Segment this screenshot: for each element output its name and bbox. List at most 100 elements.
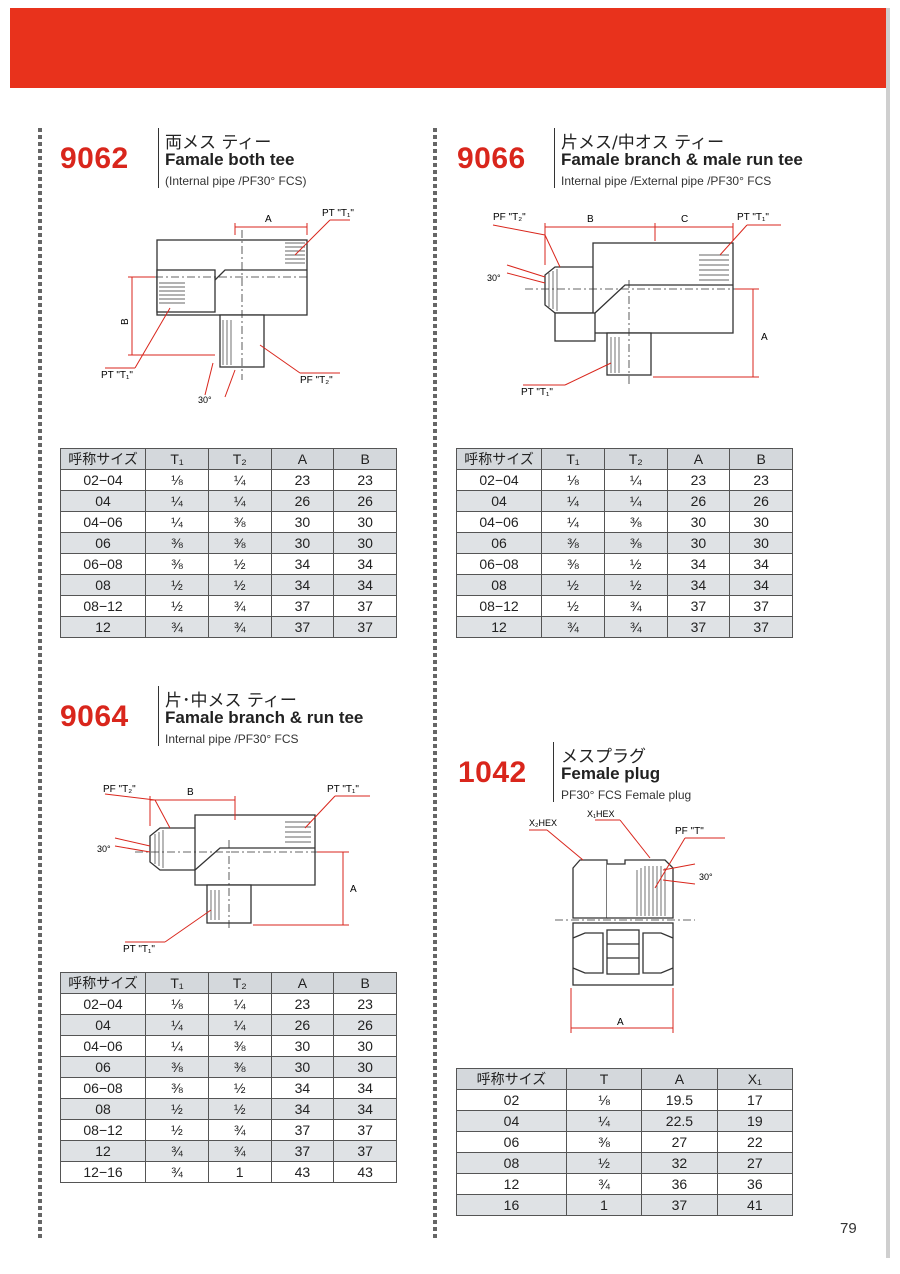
title-jp: 両メス ティー bbox=[165, 133, 272, 153]
col-header: B bbox=[333, 448, 397, 470]
cell: 12 bbox=[59, 1140, 147, 1162]
cell: 43 bbox=[333, 1161, 397, 1183]
cell: ⅜ bbox=[603, 511, 668, 533]
cell: ⅜ bbox=[145, 1056, 209, 1078]
label-pt-t1: PT "T₁" bbox=[123, 944, 155, 955]
cell: 06−08 bbox=[455, 553, 543, 575]
cell: ⅜ bbox=[603, 532, 668, 554]
cell: 04−06 bbox=[59, 511, 147, 533]
cell: 1 bbox=[207, 1161, 272, 1183]
cell: 37 bbox=[641, 1194, 718, 1216]
cell: ⅛ bbox=[541, 469, 605, 491]
cell: ⅛ bbox=[145, 993, 209, 1015]
cell: 23 bbox=[270, 469, 335, 491]
label-x1hex: X₁HEX bbox=[587, 809, 615, 819]
cell: ¼ bbox=[541, 511, 605, 533]
col-header: 呼称サイズ bbox=[456, 1068, 567, 1090]
col-header: T bbox=[565, 1068, 643, 1090]
label-angle: 30° bbox=[487, 273, 501, 283]
cell: ¼ bbox=[145, 1035, 209, 1057]
cell: ¾ bbox=[145, 1161, 209, 1183]
label-pf-t2: PF "T₂" bbox=[493, 212, 526, 223]
title-en: Famale branch & male run tee bbox=[561, 150, 803, 169]
subtitle: PF30° FCS Female plug bbox=[561, 788, 692, 802]
cell: 30 bbox=[729, 511, 793, 533]
cell: ½ bbox=[603, 553, 668, 575]
cell: 26 bbox=[729, 490, 793, 512]
diagram-9066: B C A PF "T₂" PT "T₁" PT "T₁" 30° bbox=[487, 212, 781, 398]
cell: 08−12 bbox=[59, 595, 147, 617]
cell: 06 bbox=[59, 1056, 147, 1078]
label-pt-t1-top: PT "T₁" bbox=[737, 212, 769, 223]
cell: 17 bbox=[716, 1089, 794, 1111]
cell: ¼ bbox=[565, 1110, 643, 1132]
cell: 06 bbox=[455, 532, 543, 554]
cell: 1 bbox=[565, 1194, 643, 1216]
cell: 08 bbox=[455, 574, 543, 596]
label-a: A bbox=[761, 332, 768, 343]
cell: 08 bbox=[59, 1098, 147, 1120]
cell: ¼ bbox=[207, 993, 272, 1015]
col-header: X₁ bbox=[716, 1068, 794, 1090]
label-pt-t1: PT "T₁" bbox=[521, 387, 553, 398]
col-header: T₂ bbox=[603, 448, 668, 470]
label-pf-t: PF "T" bbox=[675, 826, 704, 837]
label-c: C bbox=[681, 214, 688, 225]
cell: ¼ bbox=[603, 490, 668, 512]
col-header: 呼称サイズ bbox=[59, 972, 147, 994]
cell: 36 bbox=[716, 1173, 794, 1195]
col-header: B bbox=[729, 448, 793, 470]
cell: 37 bbox=[666, 616, 731, 638]
cell: ¼ bbox=[145, 1014, 209, 1036]
cell: ½ bbox=[207, 553, 272, 575]
title-divider bbox=[553, 742, 554, 802]
cell: 37 bbox=[333, 616, 397, 638]
cell: ⅜ bbox=[145, 532, 209, 554]
label-angle: 30° bbox=[97, 844, 111, 854]
product-code: 9066 bbox=[457, 142, 526, 175]
cell: 30 bbox=[270, 1035, 335, 1057]
cell: 30 bbox=[333, 511, 397, 533]
cell: ¼ bbox=[207, 490, 272, 512]
diagram-9064: B A PF "T₂" PT "T₁" PT "T₁" 30° bbox=[97, 784, 370, 955]
cell: 30 bbox=[666, 532, 731, 554]
cell: 26 bbox=[270, 490, 335, 512]
cell: ⅜ bbox=[541, 553, 605, 575]
cell: ¾ bbox=[603, 616, 668, 638]
cell: ¼ bbox=[541, 490, 605, 512]
title-divider bbox=[158, 128, 159, 188]
cell: 27 bbox=[716, 1152, 794, 1174]
cell: 37 bbox=[270, 1119, 335, 1141]
title-divider bbox=[554, 128, 555, 188]
cell: 04 bbox=[456, 1110, 567, 1132]
cell: ¾ bbox=[207, 616, 272, 638]
cell: ½ bbox=[207, 1077, 272, 1099]
cell: ½ bbox=[565, 1152, 643, 1174]
cell: 26 bbox=[666, 490, 731, 512]
cell: 34 bbox=[270, 1098, 335, 1120]
cell: 26 bbox=[333, 1014, 397, 1036]
cell: 30 bbox=[333, 1056, 397, 1078]
cell: 37 bbox=[729, 616, 793, 638]
col-header: T₁ bbox=[145, 448, 209, 470]
cell: 37 bbox=[333, 595, 397, 617]
cell: 23 bbox=[270, 993, 335, 1015]
col-header: A bbox=[270, 972, 335, 994]
col-header: T₂ bbox=[207, 448, 272, 470]
cell: 22 bbox=[716, 1131, 794, 1153]
label-pf-t2: PF "T₂" bbox=[103, 784, 136, 795]
